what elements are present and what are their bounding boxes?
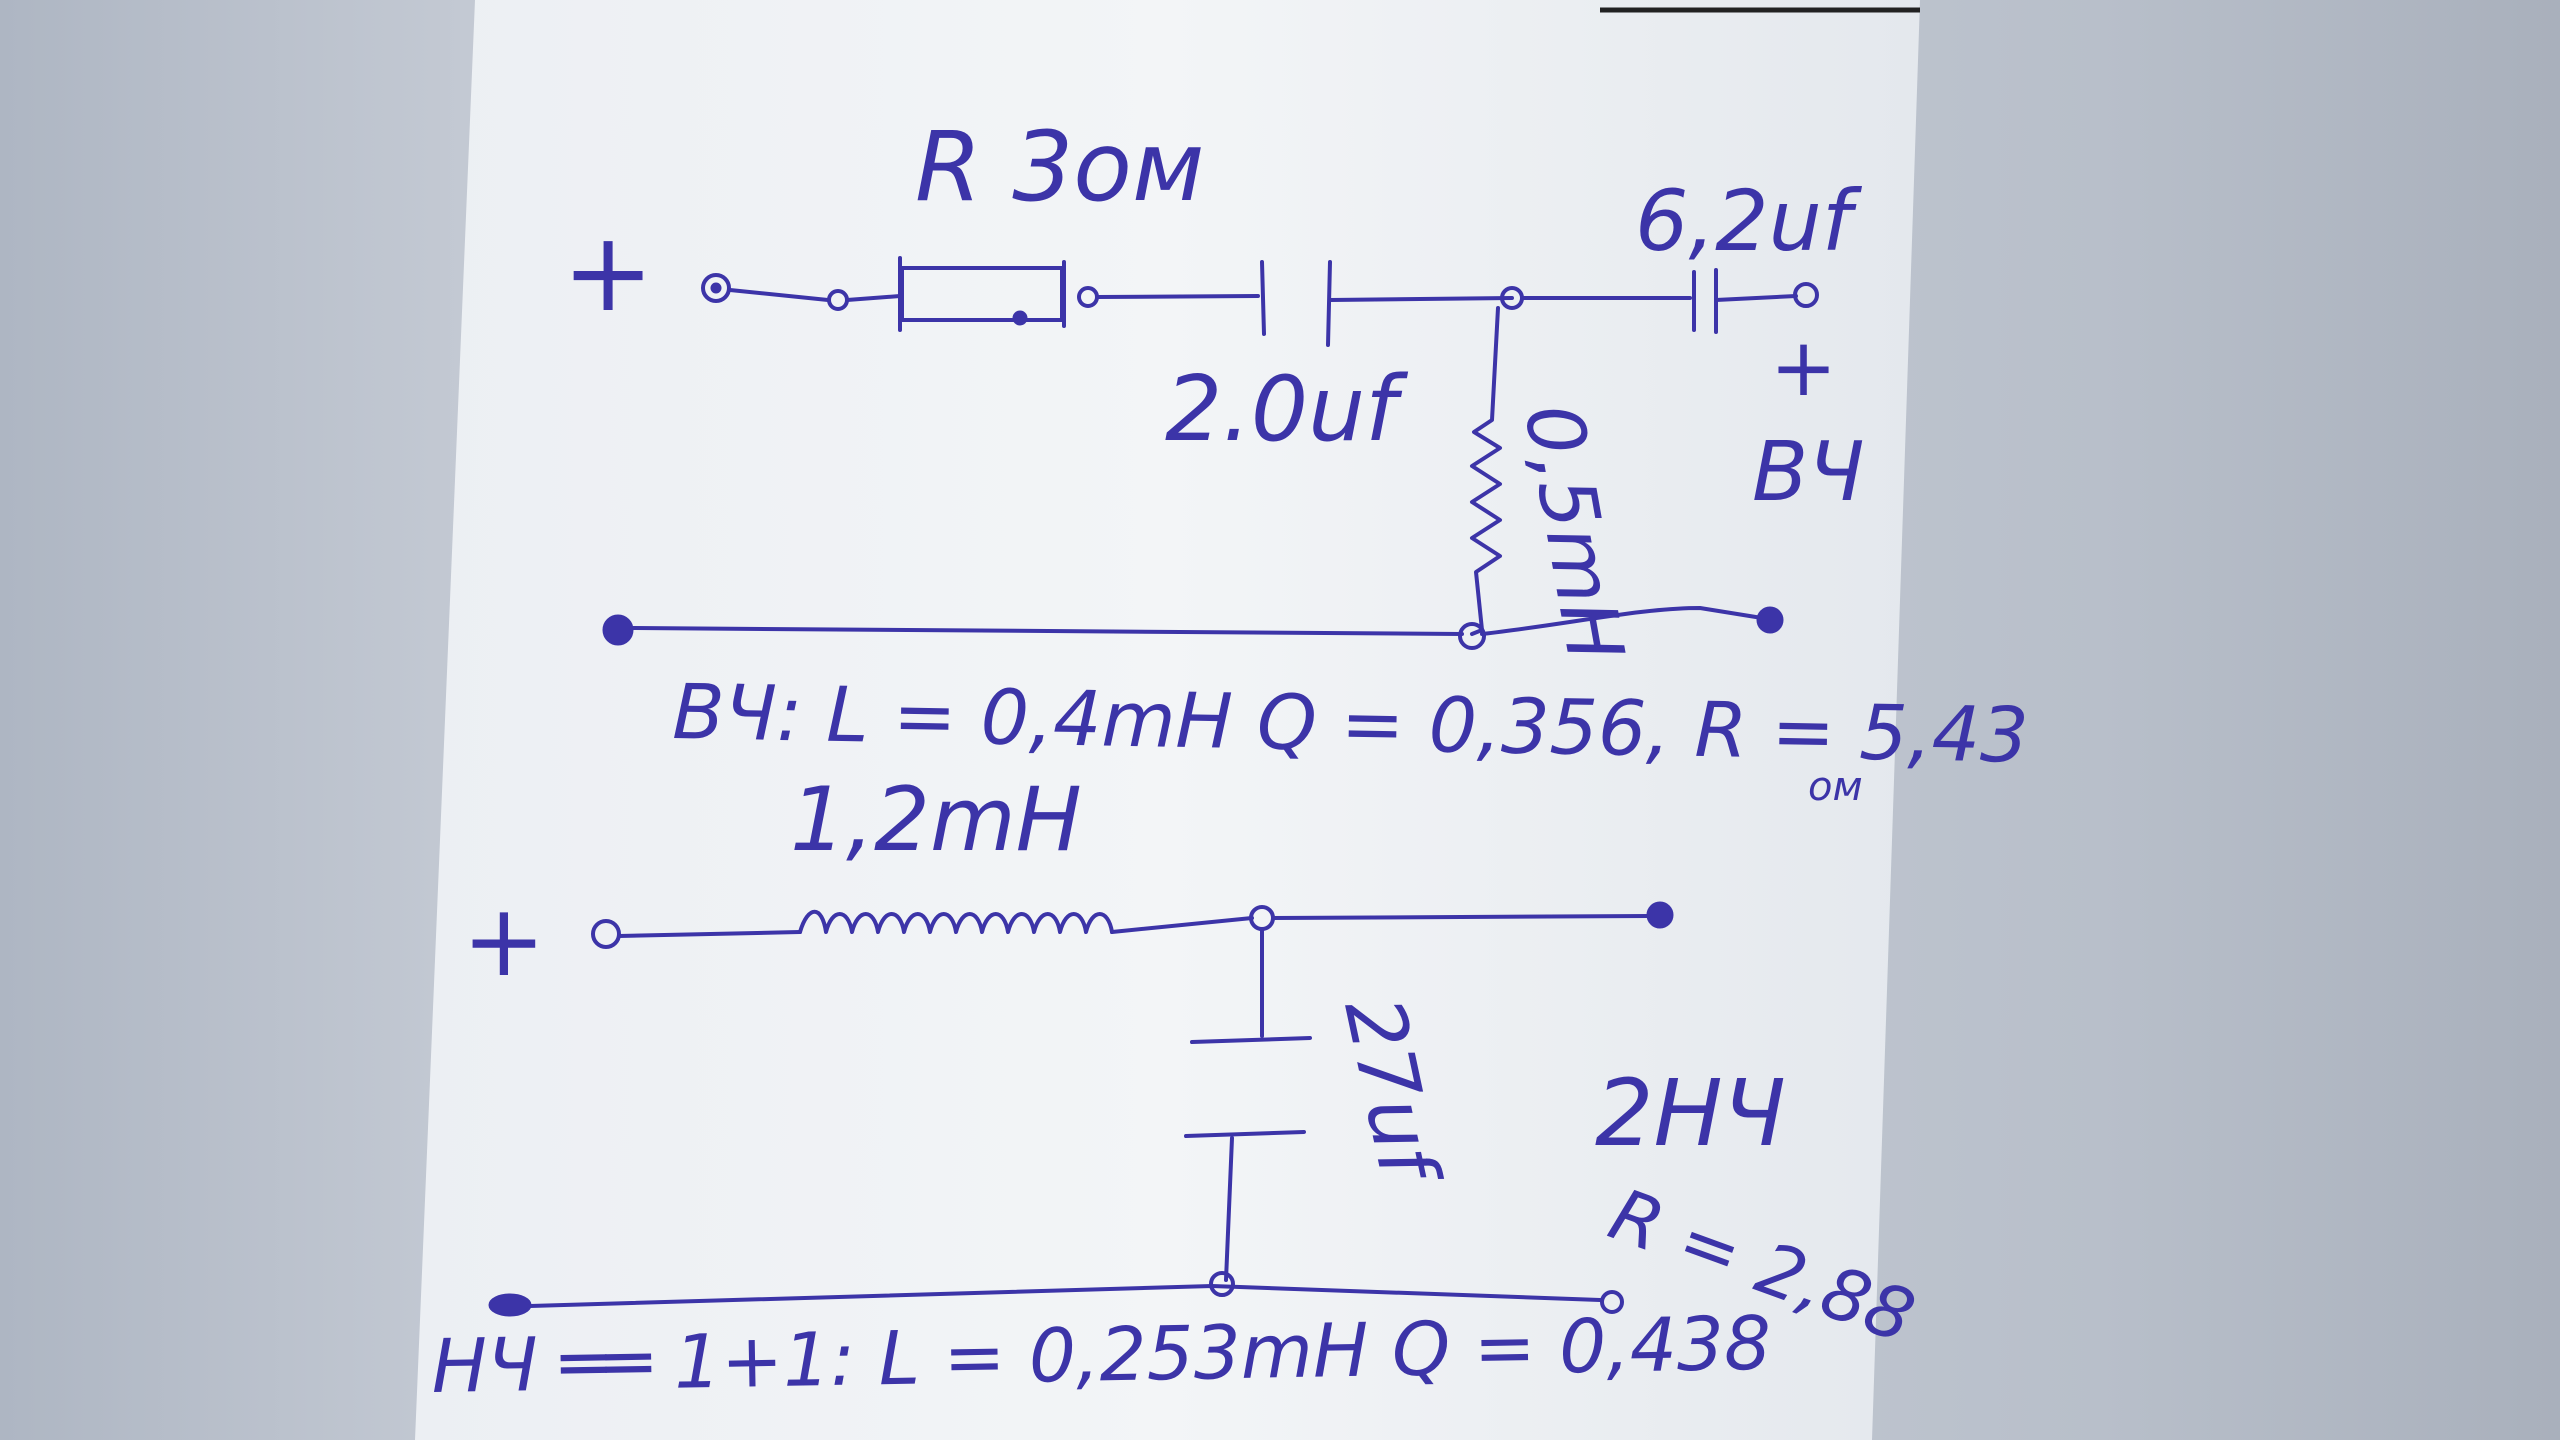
bottom-wire-input: [617, 930, 802, 938]
top-output-plus: +: [1770, 321, 1837, 414]
top-plus-sign: +: [562, 208, 654, 336]
top-ground-rail: [630, 606, 1764, 636]
capacitor-2uf-plates: [1260, 260, 1332, 347]
top-circuit: + R 3ом 2.0uf 6,2uf 0,5mH +: [562, 111, 2029, 810]
bottom-cap-lead-bottom: [1224, 1136, 1234, 1282]
top-wire-e: [1714, 294, 1798, 302]
top-ground-junction: [1458, 622, 1486, 650]
top-output-label: ВЧ: [1752, 425, 1864, 520]
resistor-leads: [898, 256, 1066, 332]
top-wire-a: [845, 294, 902, 302]
cap-6uf-label: 6,2uf: [1635, 172, 1863, 270]
top-input-terminal: [701, 273, 731, 303]
resistor-dot: [1012, 310, 1028, 326]
bottom-ground-terminal: [488, 1293, 532, 1317]
inductor-label: 1,2mH: [790, 768, 1082, 871]
top-output-terminal: [1793, 282, 1819, 308]
shunt-inductor: [1470, 306, 1502, 636]
series-inductor: [798, 910, 1114, 934]
top-input-terminal-dot: [710, 282, 722, 294]
bottom-output-label: 2НЧ: [1595, 1060, 1786, 1167]
top-wire-b: [1095, 294, 1260, 299]
top-ground-output: [1756, 606, 1784, 634]
top-wire-c: [1328, 296, 1514, 302]
capacitor-27uf-plates: [1184, 1036, 1312, 1138]
bottom-ground-rail: [528, 1284, 1602, 1308]
paper-sheet: [415, 0, 1920, 1440]
bottom-ground-output: [1600, 1290, 1624, 1314]
bottom-wire-a: [1110, 916, 1254, 934]
resistor-label: R 3ом: [915, 111, 1204, 223]
top-spec-unit: ом: [1808, 764, 1863, 810]
top-wire-input: [728, 288, 830, 302]
bottom-wire-b: [1271, 914, 1652, 920]
bottom-ground-junction: [1209, 1271, 1235, 1297]
bottom-plus-sign: +: [462, 882, 546, 999]
top-ground-terminal: [602, 614, 634, 646]
bottom-output-terminal: [1646, 901, 1674, 929]
cap-2uf-label: 2.0uf: [1165, 357, 1409, 462]
